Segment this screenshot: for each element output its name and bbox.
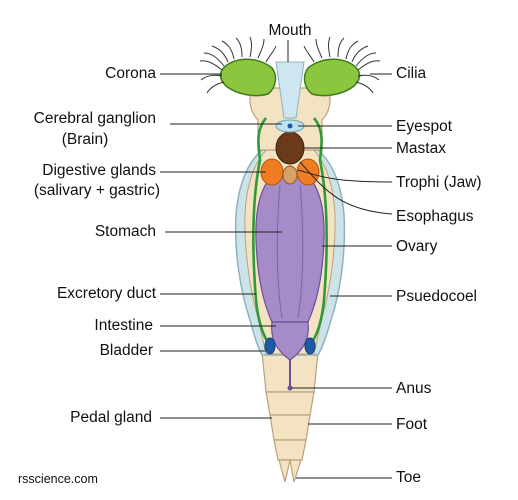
label-ovary: Ovary (396, 238, 438, 255)
stomach-shape (255, 171, 325, 323)
foot-segments (261, 351, 319, 461)
label-toe: Toe (396, 469, 421, 486)
label-pedal-gland: Pedal gland (70, 409, 152, 426)
label-excretory-duct: Excretory duct (56, 285, 156, 302)
label-trophi: Trophi (Jaw) (396, 174, 482, 191)
leader-lines (160, 40, 393, 479)
cilia-shape (199, 36, 381, 94)
label-corona: Corona (105, 65, 156, 82)
credit-text: rsscience.com (18, 472, 98, 486)
label-anus: Anus (396, 380, 432, 397)
label-cilia: Cilia (396, 65, 427, 82)
digestive-glands-shape (260, 158, 320, 186)
excretory-duct-shape (252, 117, 328, 346)
stomach-folds (276, 184, 304, 319)
bladder-shape (264, 337, 316, 355)
label-mastax: Mastax (396, 140, 446, 157)
anus-dot (287, 385, 293, 391)
label-digestive-glands: Digestive glands (42, 162, 156, 179)
mastax-shape (275, 131, 305, 185)
label-brain: (Brain) (61, 131, 109, 148)
label-stomach: Stomach (94, 223, 156, 240)
label-mouth: Mouth (268, 22, 312, 39)
corona-shape (219, 58, 361, 97)
label-esophagus: Esophagus (396, 208, 474, 225)
intestine-shape (271, 321, 309, 361)
label-eyespot: Eyespot (396, 118, 453, 135)
label-cerebral-ganglion: Cerebral ganglion (33, 110, 156, 127)
label-foot: Foot (396, 416, 428, 433)
label-intestine: Intestine (94, 317, 153, 334)
toe-shape (278, 459, 302, 483)
label-bladder: Bladder (99, 342, 153, 359)
eyespot-dot (287, 123, 293, 129)
label-digestive-glands-note: (salivary + gastric) (33, 182, 160, 199)
label-psuedocoel: Psuedocoel (396, 288, 478, 305)
